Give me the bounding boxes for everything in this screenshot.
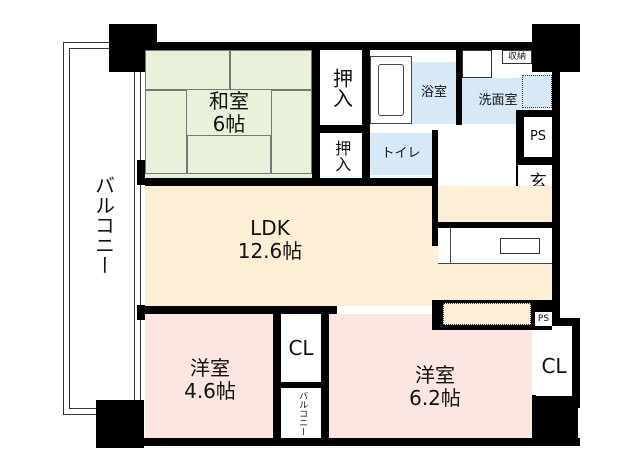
column-bottom-right <box>530 395 578 440</box>
column-bottom-left <box>96 400 144 448</box>
oshiire-lower[interactable]: 押入 <box>320 133 362 178</box>
room-toilet: トイレ <box>370 133 432 175</box>
washitsu-name: 和室 <box>209 88 249 113</box>
washitsu-size: 6帖 <box>212 111 246 136</box>
youshitsu-1-label: 洋室 4.6帖 <box>184 356 236 403</box>
kitchen-counter <box>438 228 552 264</box>
closet-2[interactable]: CL <box>536 336 572 396</box>
youshitsu-2-label: 洋室 6.2帖 <box>409 363 461 410</box>
room-washitsu: 和室 6帖 <box>145 50 312 178</box>
ldk-label: LDK 12.6帖 <box>210 210 330 270</box>
room-youshitsu-1 <box>145 314 273 438</box>
closet-1[interactable]: CL <box>281 314 321 382</box>
balcony-main-label: バルコニー <box>91 175 116 275</box>
wash-basin <box>462 50 492 78</box>
ldk-name: LDK <box>250 216 290 240</box>
washing-machine-pan <box>522 75 552 108</box>
ps-top: PS <box>524 117 552 157</box>
room-youshitsu-2 <box>329 314 432 438</box>
kitchen-sink <box>500 238 540 254</box>
room-bathroom: 浴室 <box>412 62 456 124</box>
ldk-size: 12.6帖 <box>237 239 303 263</box>
balcony-small: バルコニー <box>283 388 321 438</box>
storage[interactable]: 収納 <box>502 50 532 64</box>
ps-bottom: PS <box>535 312 552 326</box>
oshiire-upper[interactable]: 押入 <box>320 50 362 125</box>
bathtub <box>370 56 412 124</box>
kitchen-storage <box>443 303 531 325</box>
